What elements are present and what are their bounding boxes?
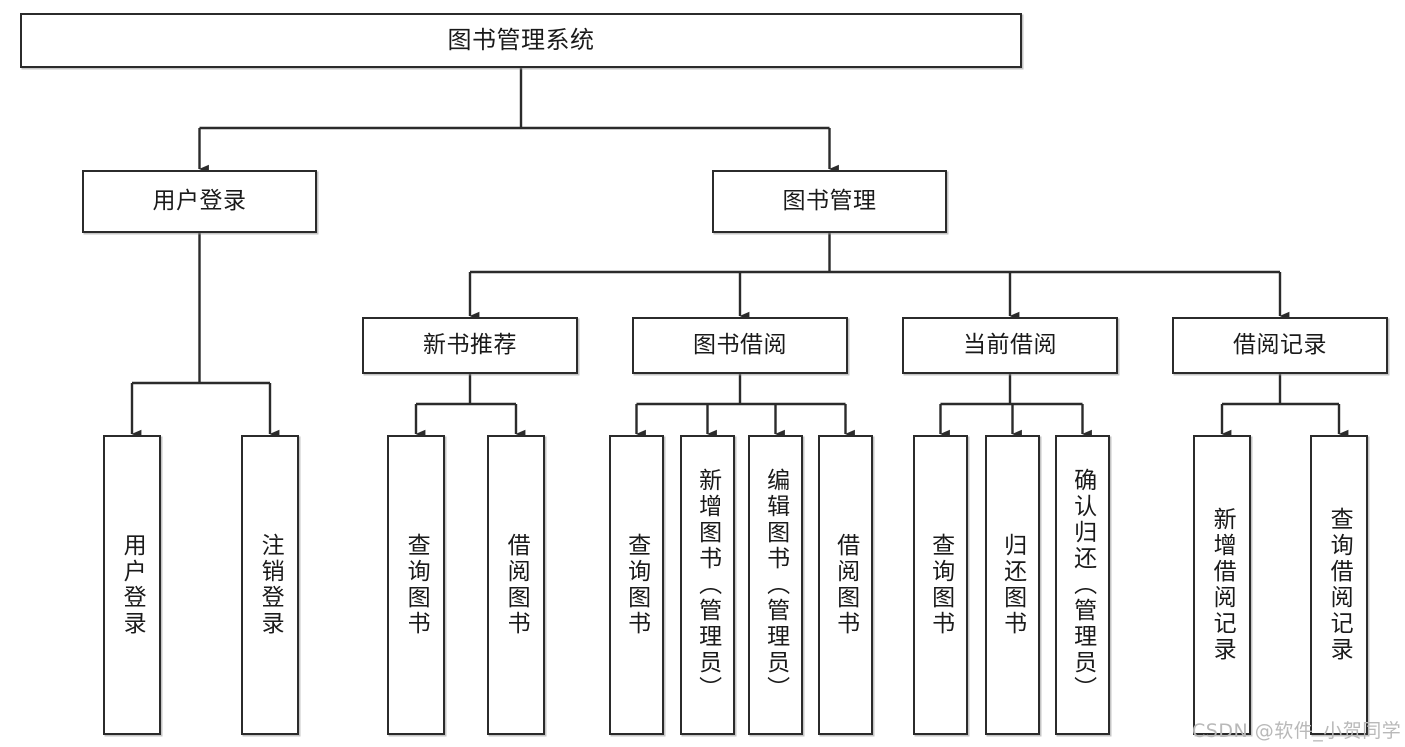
node-borrow-record[interactable]: 借阅记录: [1172, 317, 1388, 374]
node-label: 归还图书: [1000, 533, 1024, 637]
node-leaf-query-book-recommend[interactable]: 查询图书: [387, 435, 445, 735]
node-leaf-user-login[interactable]: 用户登录: [103, 435, 161, 735]
node-leaf-logout[interactable]: 注销登录: [241, 435, 299, 735]
node-leaf-add-book-admin[interactable]: 新增图书（管理员）: [680, 435, 735, 735]
node-user-login[interactable]: 用户登录: [82, 170, 317, 233]
node-current-borrow[interactable]: 当前借阅: [902, 317, 1118, 374]
node-leaf-borrow-book-recommend[interactable]: 借阅图书: [487, 435, 545, 735]
node-label: 新书推荐: [423, 331, 517, 360]
node-label: 借阅记录: [1233, 331, 1327, 360]
node-label: 查询图书: [624, 533, 648, 637]
node-label: 图书借阅: [693, 331, 787, 360]
node-new-book-recommend[interactable]: 新书推荐: [362, 317, 578, 374]
node-label: 新增图书（管理员）: [695, 468, 719, 702]
node-book-management[interactable]: 图书管理: [712, 170, 947, 233]
node-leaf-borrow-book[interactable]: 借阅图书: [818, 435, 873, 735]
node-leaf-edit-book-admin[interactable]: 编辑图书（管理员）: [748, 435, 803, 735]
node-label: 查询借阅记录: [1327, 507, 1351, 663]
node-leaf-query-book[interactable]: 查询图书: [609, 435, 664, 735]
csdn-watermark: CSDN @软件_小贺同学: [1192, 716, 1401, 743]
node-leaf-return-book[interactable]: 归还图书: [985, 435, 1040, 735]
node-label: 编辑图书（管理员）: [763, 468, 787, 702]
node-label: 当前借阅: [963, 331, 1057, 360]
node-leaf-query-borrow-record[interactable]: 查询借阅记录: [1310, 435, 1368, 735]
node-label: 确认归还（管理员）: [1070, 468, 1094, 702]
node-leaf-confirm-return-admin[interactable]: 确认归还（管理员）: [1055, 435, 1110, 735]
node-leaf-add-borrow-record[interactable]: 新增借阅记录: [1193, 435, 1251, 735]
node-label: 用户登录: [120, 533, 144, 637]
node-label: 借阅图书: [504, 533, 528, 637]
node-book-borrow[interactable]: 图书借阅: [632, 317, 848, 374]
node-label: 图书管理: [783, 187, 877, 216]
node-label: 图书管理系统: [448, 26, 595, 56]
node-leaf-query-book-current[interactable]: 查询图书: [913, 435, 968, 735]
node-label: 查询图书: [404, 533, 428, 637]
node-label: 借阅图书: [833, 533, 857, 637]
node-label: 注销登录: [258, 533, 282, 637]
connector-lines: [132, 68, 1339, 434]
node-root-book-management-system[interactable]: 图书管理系统: [20, 13, 1022, 68]
node-label: 用户登录: [153, 187, 247, 216]
node-label: 新增借阅记录: [1210, 507, 1234, 663]
node-label: 查询图书: [928, 533, 952, 637]
